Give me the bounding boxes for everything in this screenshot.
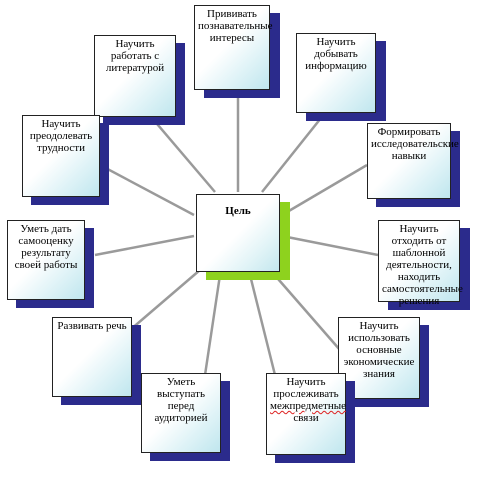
node-interests: Прививать познавательные интересы [194, 5, 273, 90]
connector-literature [151, 117, 216, 193]
node-links-text-marked: межпредметные [270, 400, 346, 412]
connector-audience [203, 274, 222, 376]
node-research: Формировать исследовательские навыки [367, 123, 459, 199]
node-selfassess: Уметь дать самооценку результату своей р… [7, 220, 85, 300]
connector-difficulties [99, 163, 195, 217]
node-links-text-after: связи [293, 412, 319, 424]
node-info: Научить добывать информацию [296, 33, 376, 113]
node-links: Научить прослеживать межпредметные связи [266, 373, 346, 455]
node-difficulties-text: Научить преодолевать трудности [29, 118, 93, 154]
connector-links [248, 274, 277, 376]
connector-research [281, 163, 368, 217]
node-speech-text: Развивать речь [57, 320, 127, 332]
node-links-text-before: Научить прослеживать [273, 376, 339, 400]
node-literature-text: Научить работать с литературой [105, 38, 165, 74]
node-literature: Научить работать с литературой [94, 35, 176, 117]
connector-template [281, 234, 379, 257]
node-info-text: Научить добывать информацию [305, 36, 367, 72]
node-speech: Развивать речь [52, 317, 132, 397]
node-audience: Уметь выступать перед аудиторией [141, 373, 221, 453]
node-selfassess-text: Уметь дать самооценку результату своей р… [14, 223, 78, 271]
node-research-text: Формировать исследовательские навыки [371, 126, 459, 162]
connector-speech [129, 269, 201, 331]
node-economic-text: Научить использовать основные экономичес… [343, 320, 415, 380]
connector-info [261, 112, 326, 193]
node-audience-text: Уметь выступать перед аудиторией [154, 376, 208, 424]
connector-selfassess [94, 234, 195, 257]
center-goal-label: Цель [225, 205, 251, 217]
node-template: Научить отходить от шаблонной деятельнос… [378, 220, 463, 307]
node-center-goal: Цель [196, 194, 280, 272]
connector-economic [271, 271, 341, 351]
node-template-text: Научить отходить от шаблонной деятельнос… [382, 223, 463, 307]
node-difficulties: Научить преодолевать трудности [22, 115, 100, 197]
node-interests-text: Прививать познавательные интересы [198, 8, 273, 44]
